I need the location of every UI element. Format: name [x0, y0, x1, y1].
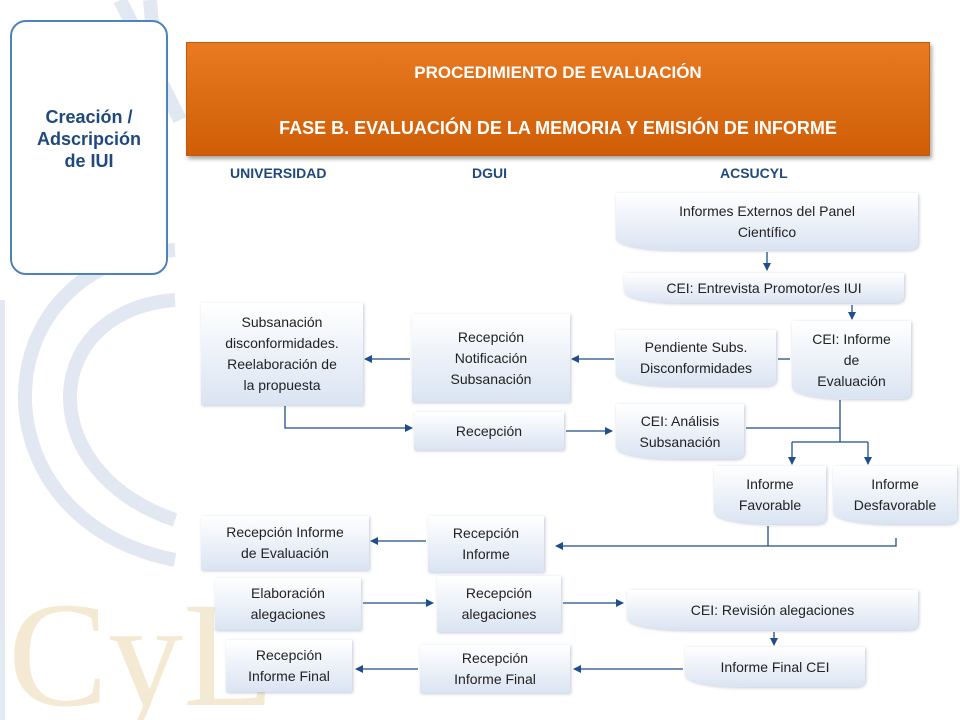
node-recepcion-informe-evaluacion: Recepción Informe de Evaluación: [201, 516, 369, 570]
node-informes-externos: Informes Externos del Panel Científico: [616, 193, 918, 250]
node-recepcion-notificacion: Recepción Notificación Subsanación: [412, 314, 570, 402]
header-banner: PROCEDIMIENTO DE EVALUACIÓN FASE B. EVAL…: [186, 42, 930, 156]
side-card: Creación / Adscripción de IUI: [10, 20, 168, 275]
node-recepcion-informe-final-universidad: Recepción Informe Final: [226, 640, 352, 692]
page-title: PROCEDIMIENTO DE EVALUACIÓN: [414, 63, 702, 82]
node-cei-informe: CEI: Informe de Evaluación: [792, 321, 911, 399]
column-header-acsucyl: ACSUCYL: [720, 165, 788, 181]
column-header-dgui: DGUI: [472, 165, 507, 181]
node-cei-analisis: CEI: Análisis Subsanación: [616, 404, 744, 459]
side-card-title: Creación / Adscripción de IUI: [36, 106, 142, 171]
node-recepcion-informe-final-dgui: Recepción Informe Final: [420, 645, 570, 693]
node-subsanacion: Subsanación disconformidades. Reelaborac…: [201, 303, 363, 405]
column-header-universidad: UNIVERSIDAD: [230, 165, 327, 181]
node-informe-desfavorable: Informe Desfavorable: [833, 466, 957, 524]
node-cei-entrevista: CEI: Entrevista Promotor/es IUI: [624, 273, 904, 303]
node-elaboracion-alegaciones: Elaboración alegaciones: [215, 578, 361, 630]
node-cei-revision-alegaciones: CEI: Revisión alegaciones: [627, 590, 918, 630]
node-recepcion-alegaciones: Recepción alegaciones: [437, 576, 561, 632]
node-informe-final-cei: Informe Final CEI: [685, 647, 865, 687]
page-subtitle: FASE B. EVALUACIÓN DE LA MEMORIA Y EMISI…: [279, 118, 837, 138]
node-recepcion-informe: Recepción Informe: [428, 516, 544, 572]
node-pendiente-subs: Pendiente Subs. Disconformidades: [616, 330, 776, 386]
node-recepcion: Recepción: [414, 412, 564, 450]
node-informe-favorable: Informe Favorable: [714, 466, 826, 524]
